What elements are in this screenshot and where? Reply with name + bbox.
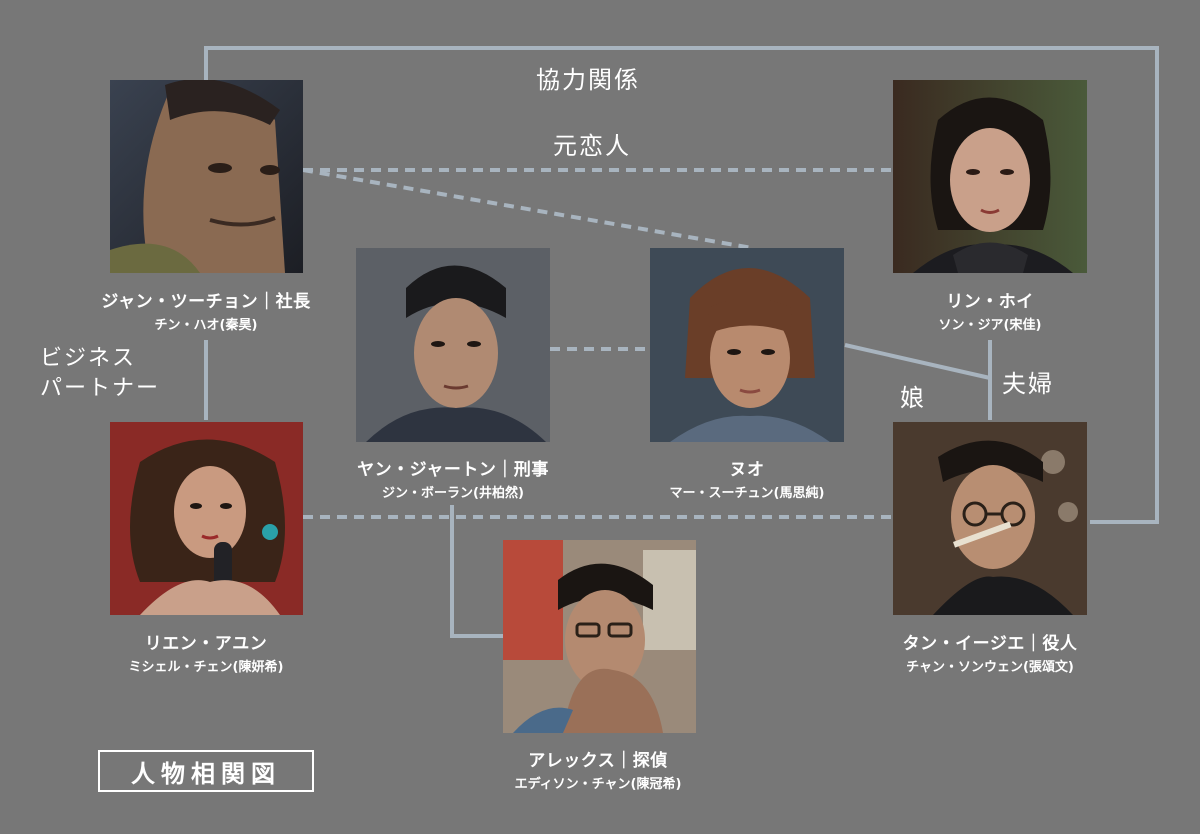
portrait-jiang [110,80,303,273]
actor-alex: エディソン・チャン(陳冠希) [514,777,682,792]
portrait-nuo [650,248,844,442]
actor-yang: ジン・ボーラン(井柏然) [382,486,524,501]
label-daughter: 娘 [900,384,926,412]
label-business-partner: ビジネス パートナー [40,344,160,404]
label-couple: 夫婦 [1002,370,1054,398]
portrait-alex [503,540,696,733]
role-tang: タン・イージエ｜役人 [902,634,1078,654]
role-jiang: ジャン・ツーチョン｜社長 [101,292,311,312]
actor-lin: ソン・ジア(宋佳) [938,318,1042,333]
line-jiang-nuo [302,168,753,250]
role-lien: リエン・アユン [144,634,268,654]
portrait-lin [893,80,1087,273]
label-cooperation: 協力関係 [536,66,640,94]
label-business-partner-line1: ビジネス [40,346,137,371]
actor-lien: ミシェル・チェン(陳妍希) [128,660,284,675]
actor-jiang: チン・ハオ(秦昊) [154,318,258,333]
role-nuo: ヌオ [729,460,765,480]
portrait-yang [356,248,550,442]
actor-tang: チャン・ソンウェン(張頌文) [906,660,1074,675]
role-yang: ヤン・ジャートン｜刑事 [357,460,549,480]
line-cooperation [204,46,1159,524]
portrait-lien [110,422,303,615]
role-lin: リン・ホイ [946,292,1034,312]
label-business-partner-line2: パートナー [40,376,161,401]
diagram-title: 人物相関図 [98,750,314,792]
portrait-tang [893,422,1087,615]
actor-nuo: マー・スーチュン(馬思純) [669,486,825,501]
line-yang-alex [450,505,503,638]
label-ex-lovers: 元恋人 [553,132,631,160]
line-daughter [844,343,991,380]
role-alex: アレックス｜探偵 [528,751,668,771]
